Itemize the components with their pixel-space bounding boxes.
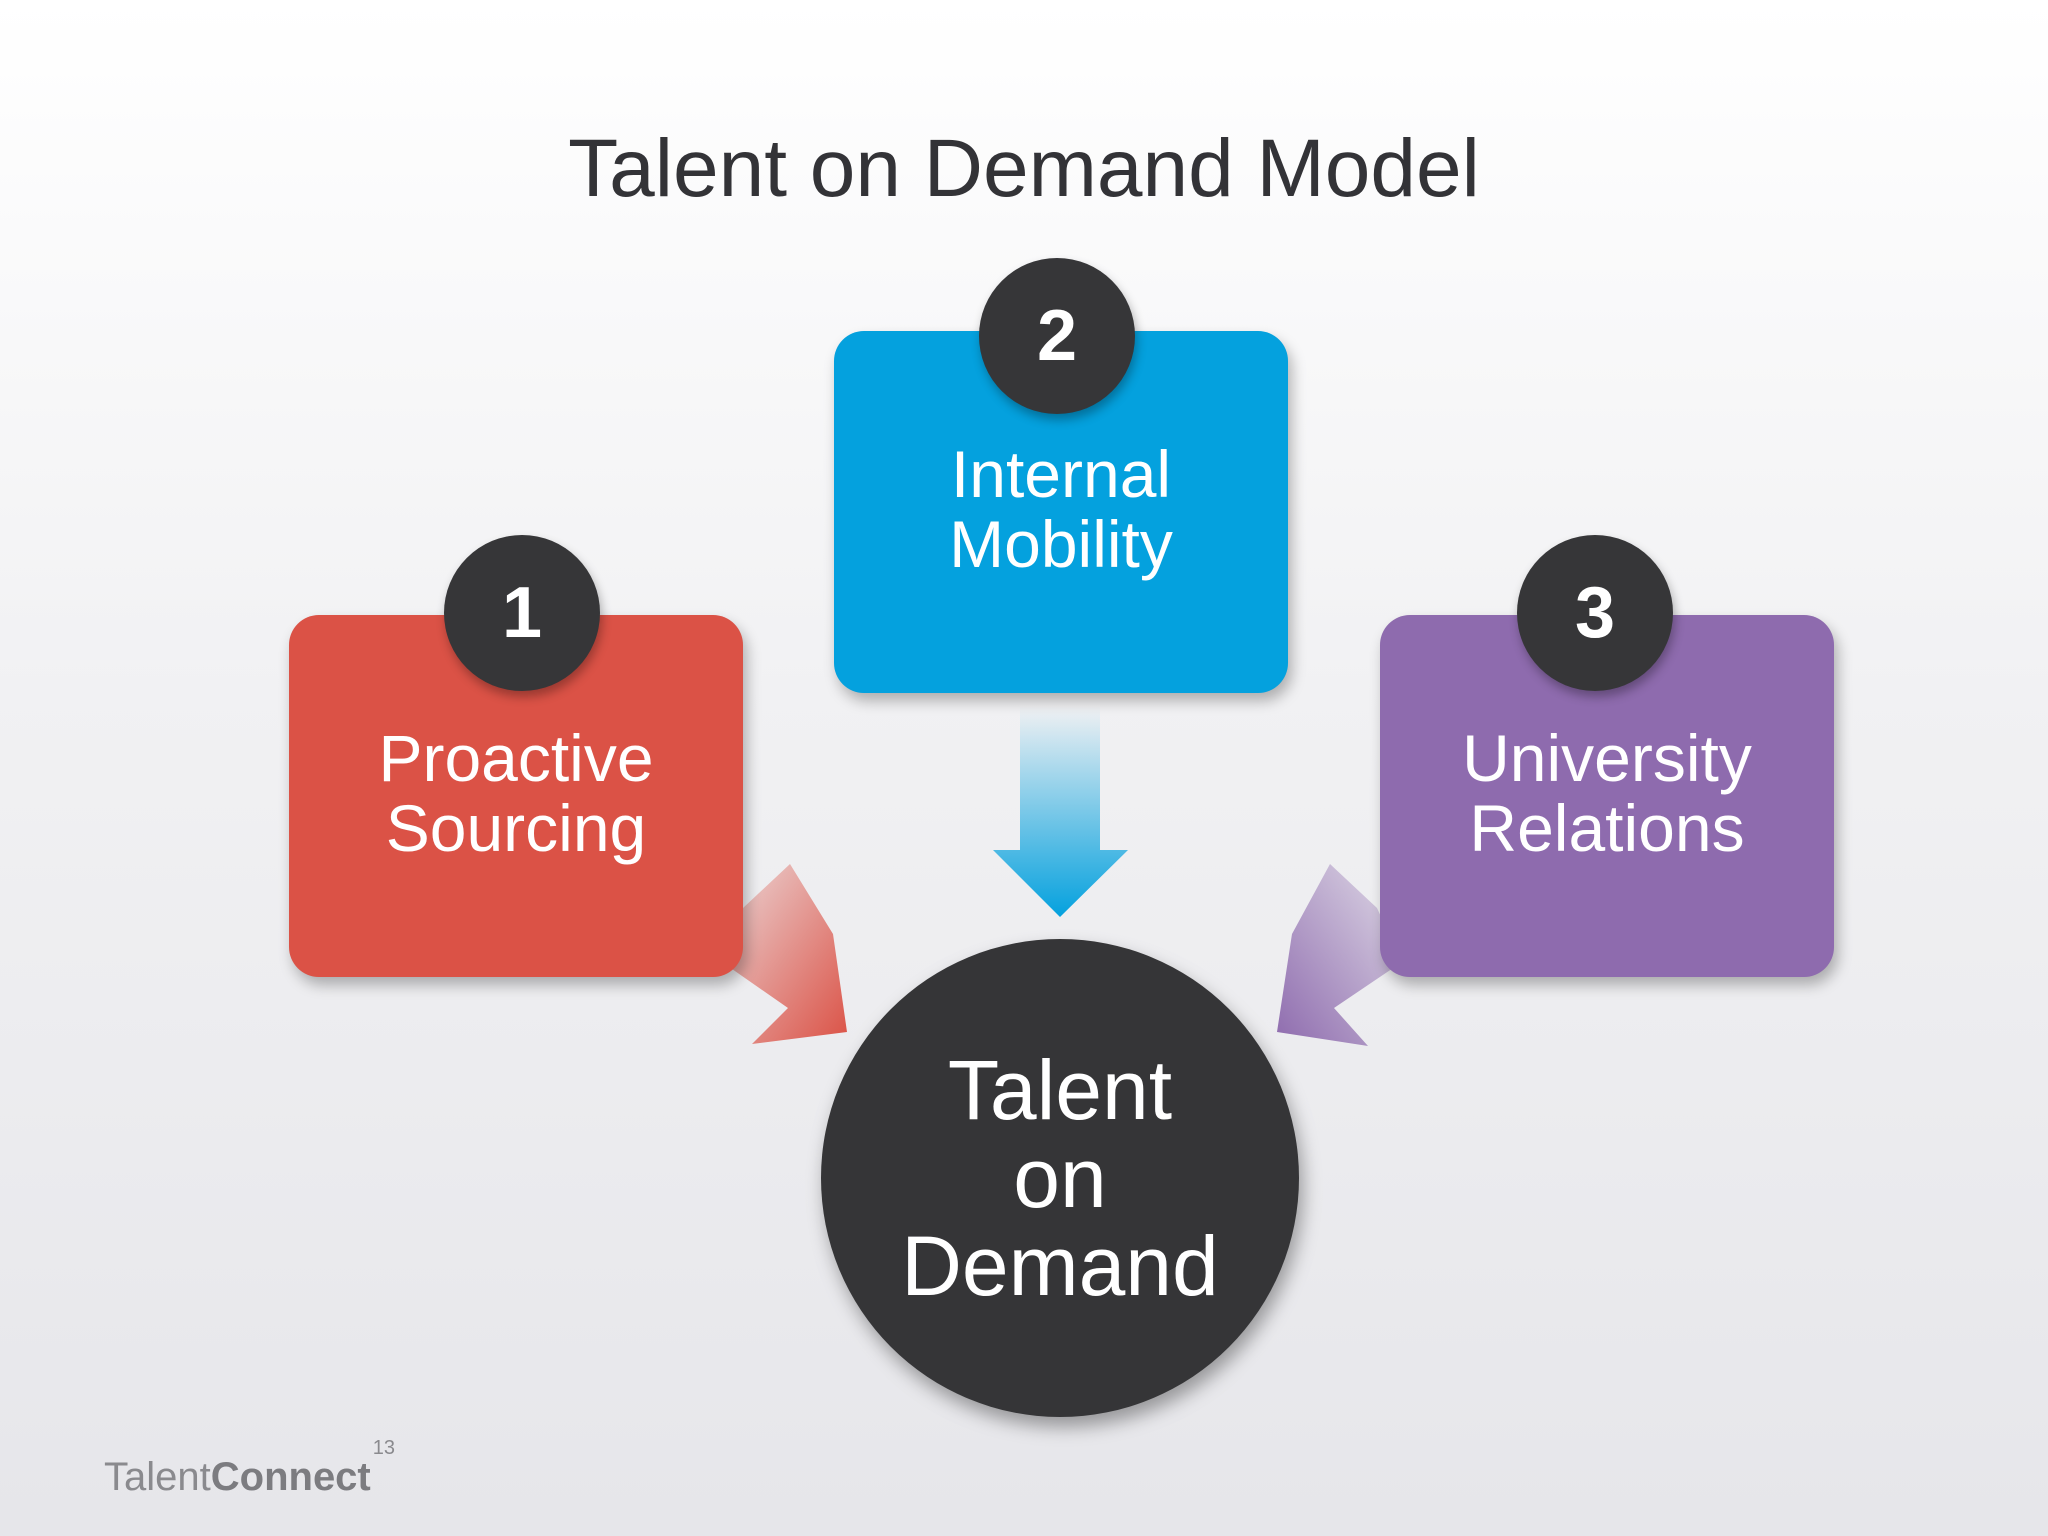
number-badge-2: 2 [979, 258, 1135, 414]
arrow-from-university [1277, 864, 1402, 1046]
number-badge-1: 1 [444, 535, 600, 691]
box-label-line1: Proactive [378, 721, 654, 795]
box-label-line2: Mobility [949, 507, 1173, 581]
hub-line3: Demand [901, 1219, 1219, 1313]
slide-title: Talent on Demand Model [568, 123, 1480, 214]
hub-line1: Talent [947, 1043, 1173, 1137]
logo-word2: Connect [210, 1455, 371, 1499]
talent-on-demand-circle: Talent on Demand [821, 939, 1299, 1417]
box-label-line1: Internal [950, 437, 1172, 511]
arrow-from-mobility [993, 706, 1128, 917]
box-label-line2: Sourcing [385, 791, 647, 865]
logo-word1: Talent [104, 1455, 211, 1499]
arrow-from-sourcing [722, 864, 847, 1044]
hub-line2: on [1013, 1131, 1107, 1225]
talent-connect-logo: TalentConnect13 [104, 1437, 395, 1500]
box-label-line2: Relations [1469, 791, 1745, 865]
box-label-line1: University [1462, 721, 1752, 795]
number-badge-3: 3 [1517, 535, 1673, 691]
logo-superscript: 13 [372, 1436, 395, 1459]
